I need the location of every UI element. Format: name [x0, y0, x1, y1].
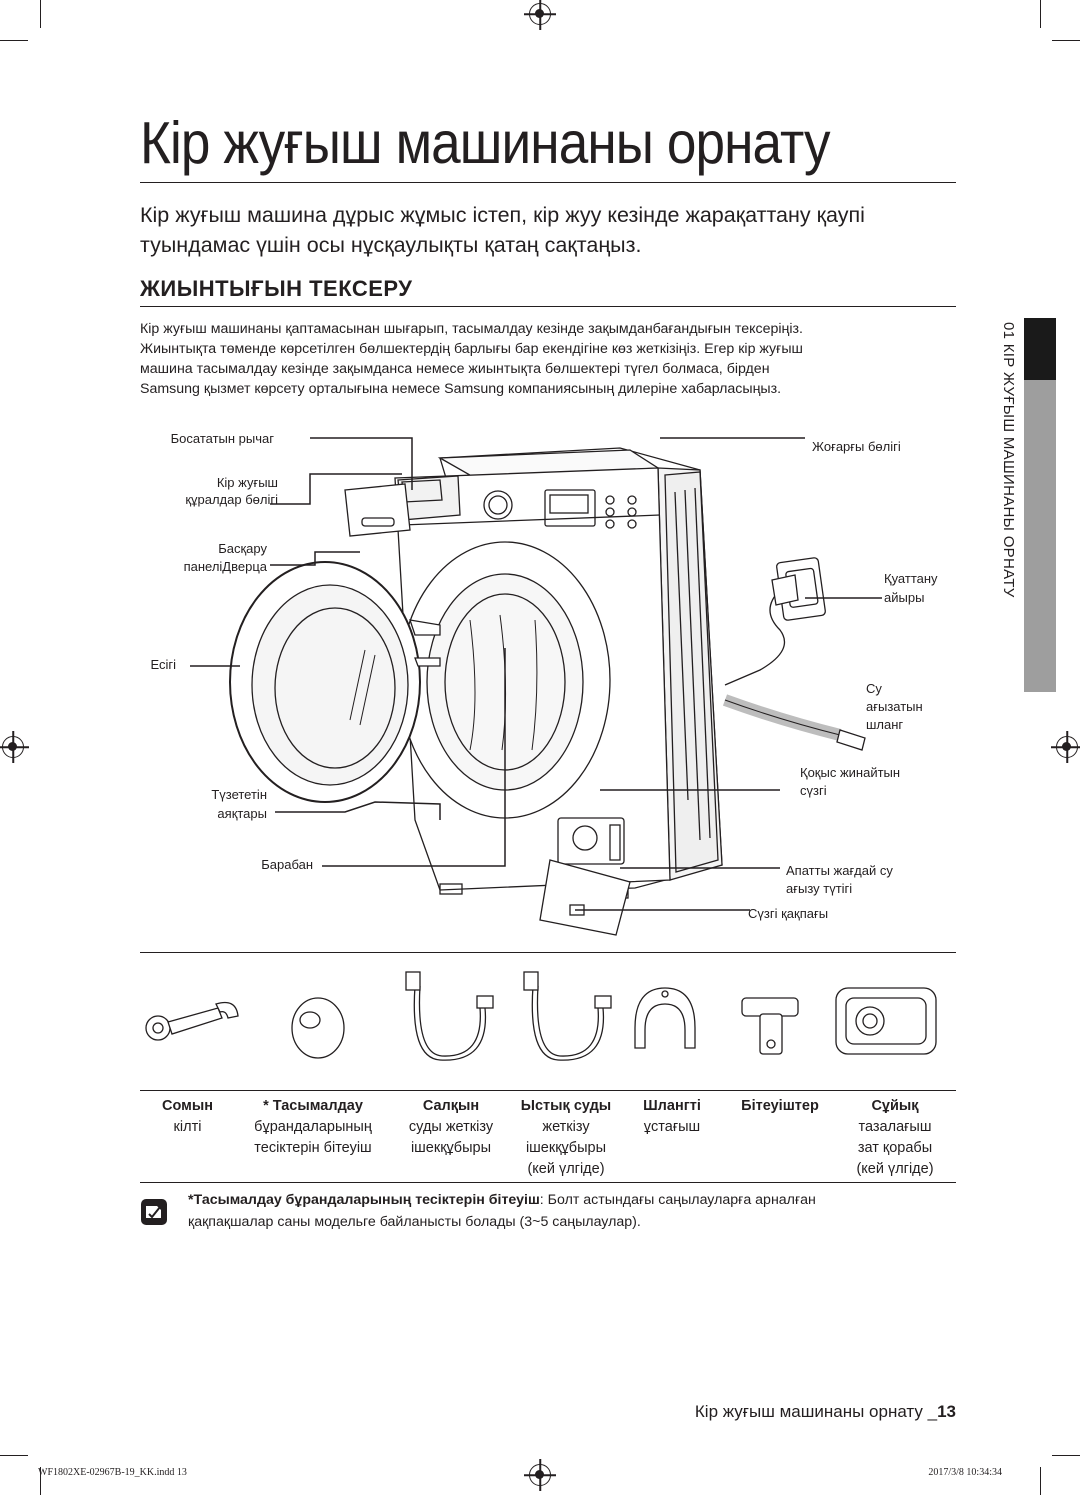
title-divider [140, 182, 956, 183]
registration-mark [2, 736, 24, 758]
label-control-panel: Басқару [218, 541, 267, 556]
crop-mark [1052, 40, 1080, 42]
label-drum: Барабан [261, 857, 313, 872]
label-detergent-drawer: Кір жуғыш [216, 475, 278, 490]
crop-mark [1040, 1467, 1042, 1495]
section-divider [140, 306, 956, 307]
chapter-tab-label: 01 КІР ЖУҒЫШ МАШИНАНЫ ОРНАТУ [1000, 322, 1017, 598]
label-power-plug: айыры [884, 590, 925, 605]
note-line-1: *Тасымалдау бұрандаларының тесіктерін бі… [188, 1192, 816, 1208]
accessory-detergent-case-label: Сұйық тазалағыш зат қорабы (кей үлгіде) [856, 1098, 934, 1177]
accessory-icons [145, 971, 937, 1061]
body-text-line: Samsung қызмет көрсету орталығына немесе… [140, 381, 782, 397]
registration-mark [529, 1464, 551, 1486]
label-debris-filter: сүзгі [800, 783, 827, 798]
label-detergent-drawer: құралдар бөлігі [185, 492, 278, 507]
label-door: Есігі [150, 657, 176, 672]
body-text-line: машина тасымалдау кезінде зақымданса нем… [140, 361, 770, 377]
label-emergency-drain-tube: Апатты жағдай су [786, 863, 893, 878]
accessory-hot-hose-label: Ыстық суды жеткізу ішекқұбыры (кей үлгід… [520, 1098, 612, 1177]
hose-guide-icon [634, 987, 696, 1049]
label-emergency-drain-tube: ағызу түтігі [786, 881, 853, 896]
accessories-top-divider [140, 952, 956, 953]
accessories-bottom-divider [140, 1182, 956, 1183]
crop-mark [1052, 1455, 1080, 1457]
page-number: 13 [937, 1402, 956, 1421]
footer-page-label: Кір жуғыш машинаны орнату _13 [694, 1402, 956, 1421]
accessory-blanking-plug-label: Бітеуіштер [741, 1098, 819, 1114]
intro-line-2: туындамас үшін осы нұсқаулықты қатаң сақ… [140, 233, 642, 257]
hot-hose-icon [523, 971, 612, 1061]
accessory-spanner-label: Сомын кілті [161, 1098, 213, 1135]
footer-timestamp: 2017/3/8 10:34:34 [928, 1467, 1002, 1478]
chapter-tab-marker [1024, 318, 1056, 380]
label-leveling-feet: аяқтары [217, 806, 267, 821]
intro-line-1: Кір жуғыш машина дұрыс жұмыс істеп, кір … [140, 203, 865, 227]
label-debris-filter: Қоқыс жинайтын [800, 765, 901, 780]
crop-mark [1040, 0, 1042, 28]
label-worktop: Жоғарғы бөлігі [812, 439, 901, 454]
page-title: Кір жуғыш машинаны орнату [140, 110, 831, 176]
label-drain-hose: Су [866, 681, 882, 696]
registration-mark [529, 3, 551, 25]
accessory-hose-guide-label: Шлангті ұстағыш [643, 1098, 701, 1135]
section-heading: ЖИЫНТЫҒЫН ТЕКСЕРУ [140, 276, 413, 301]
chapter-tab [1024, 380, 1056, 692]
blanking-plug-icon [741, 997, 799, 1055]
spanner-icon [145, 1001, 239, 1041]
label-release-lever: Босататын рычаг [170, 431, 274, 446]
cold-hose-icon [405, 971, 494, 1061]
accessory-bolt-cap-label: * Тасымалдау бұрандаларының тесіктерін б… [254, 1098, 372, 1156]
registration-mark [1056, 736, 1078, 758]
body-text-line: Кір жуғыш машинаны қаптамасынан шығарып,… [140, 321, 803, 337]
detergent-case-icon [835, 987, 937, 1055]
accessory-cold-hose-label: Салқын суды жеткізу ішекқұбыры [408, 1098, 494, 1156]
note-line-2: қақпақшалар саны модельге байланысты бол… [188, 1214, 641, 1230]
note-icon [141, 1199, 167, 1225]
bolt-cap-icon [291, 997, 345, 1059]
label-control-panel: панеліДверца [183, 559, 267, 574]
label-leveling-feet: Түзететін [211, 787, 267, 802]
label-drain-hose: шланг [866, 717, 904, 732]
label-power-plug: Қуаттану [884, 571, 938, 586]
crop-mark [0, 40, 28, 42]
accessories-middle-divider [140, 1090, 956, 1091]
washing-machine-diagram [190, 437, 882, 936]
crop-mark [0, 1455, 28, 1457]
body-text-line: Жиынтықта төменде көрсетілген бөлшектерд… [140, 341, 803, 357]
crop-mark [40, 0, 42, 28]
label-drain-hose: ағызатын [866, 699, 923, 714]
label-filter-cover: Сүзгі қақпағы [748, 906, 829, 921]
crop-mark [40, 1467, 42, 1495]
footer-file-name: WF1802XE-02967B-19_KK.indd 13 [38, 1467, 187, 1478]
